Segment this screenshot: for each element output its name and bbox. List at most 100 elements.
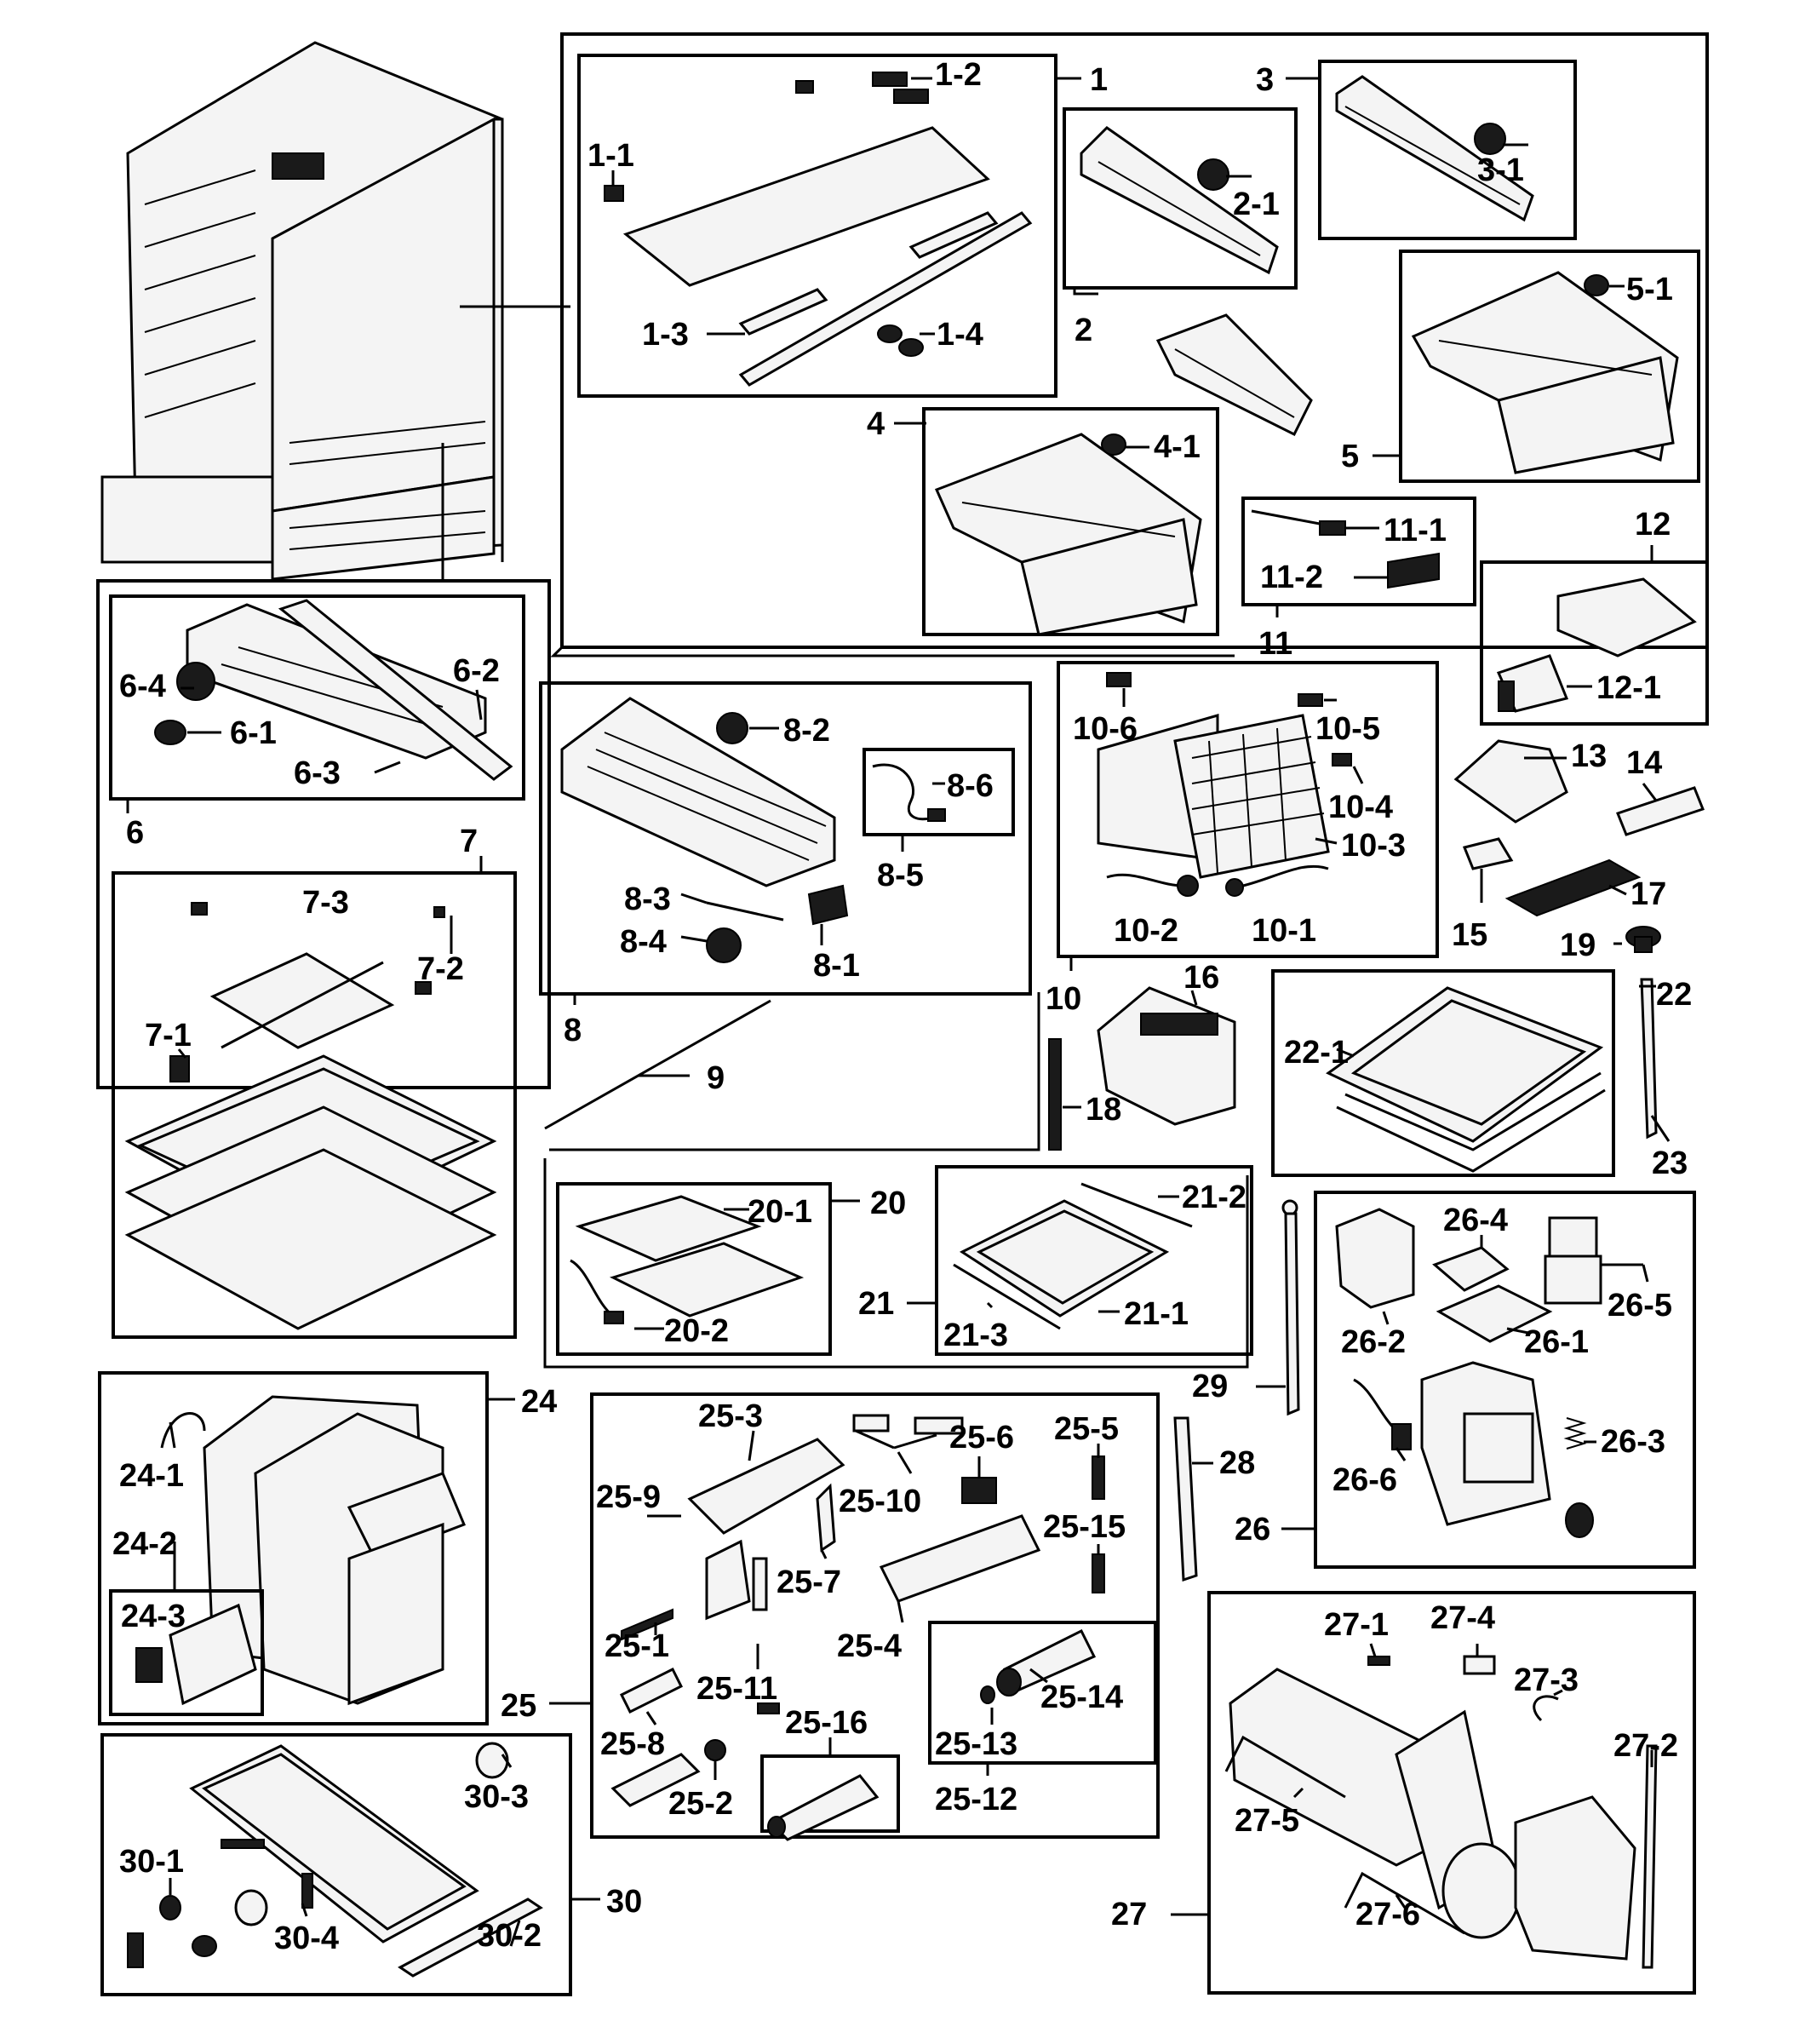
pantry-drawer-7 [124,902,497,1330]
label-16: 16 [1183,960,1219,996]
label-4: 4 [867,406,885,442]
label-25-4: 25-4 [837,1628,902,1664]
label-25-8: 25-8 [600,1726,665,1762]
label-24-3: 24-3 [121,1599,186,1634]
label-25-2: 25-2 [668,1786,733,1822]
filter-25-16 [767,1774,880,1841]
label-25-5: 25-5 [1054,1411,1119,1447]
label-27-3: 27-3 [1514,1662,1579,1698]
label-6-1: 6-1 [230,715,277,751]
label-10-1: 10-1 [1252,913,1316,949]
group-box-5 [1399,250,1700,483]
label-26-6: 26-6 [1332,1462,1397,1498]
label-27-1: 27-1 [1324,1607,1389,1643]
evaporator-10 [1097,672,1352,897]
label-14: 14 [1626,745,1662,781]
label-27-4: 27-4 [1430,1600,1495,1636]
label-29: 29 [1192,1369,1228,1404]
label-2-1: 2-1 [1233,187,1280,222]
label-1: 1 [1090,62,1108,98]
strip-18 [1048,1038,1062,1151]
group-box-4 [922,407,1219,636]
group-box-2 [1063,107,1298,290]
parts-25-12 [980,1628,1097,1704]
group-box-24 [98,1371,489,1725]
group-box-20 [556,1182,832,1356]
label-25: 25 [501,1688,536,1724]
group-box-8-5 [863,748,1015,836]
rail-28 [1173,1416,1198,1582]
drawer-5 [1411,271,1679,474]
harness-8-6 [872,763,946,822]
sensor-11 [1251,509,1440,589]
label-8-5: 8-5 [877,858,924,893]
label-19: 19 [1560,927,1596,963]
label-27-6: 27-6 [1355,1897,1420,1932]
rail-8 [560,697,849,963]
label-26: 26 [1235,1512,1270,1547]
rail-29 [1281,1199,1300,1416]
group-box-30 [100,1733,572,1996]
refrigerator-cabinet [100,41,504,581]
label-1-4: 1-4 [937,317,983,353]
label-4-1: 4-1 [1154,429,1201,465]
label-25-16: 25-16 [785,1705,868,1741]
label-30-3: 30-3 [464,1779,529,1815]
label-9: 9 [707,1060,725,1096]
label-21-2: 21-2 [1182,1180,1246,1215]
trim-9 [544,999,771,1130]
label-26-1: 26-1 [1524,1324,1589,1360]
label-7-2: 7-2 [417,951,464,987]
part-14 [1616,786,1705,836]
box-edge [550,646,1235,657]
door-24 [160,1395,466,1706]
label-27-2: 27-2 [1613,1728,1678,1764]
label-1-1: 1-1 [587,138,634,174]
label-30-4: 30-4 [274,1921,339,1956]
label-26-4: 26-4 [1443,1203,1508,1238]
group-box-24-2 [109,1589,264,1716]
label-8-6: 8-6 [947,768,994,804]
dispenser-24-3 [135,1603,257,1706]
label-25-6: 25-6 [949,1420,1014,1455]
rail-6 [154,599,513,781]
label-22: 22 [1656,977,1692,1013]
glass-shelf-22 [1326,986,1606,1173]
part-13 [1453,739,1568,824]
icemaker-16 [1097,986,1236,1126]
label-30-2: 30-2 [477,1918,542,1954]
label-24-2: 24-2 [112,1526,177,1562]
label-25-7: 25-7 [777,1565,841,1600]
label-12-1: 12-1 [1596,670,1661,706]
label-8-2: 8-2 [783,713,830,749]
group-box-21 [935,1165,1253,1356]
group-box-22 [1271,969,1615,1177]
label-2: 2 [1075,313,1092,348]
door-bin-2 [1080,126,1279,275]
label-25-10: 25-10 [839,1484,921,1519]
label-30: 30 [606,1884,642,1920]
label-25-12: 25-12 [935,1782,1017,1817]
label-26-3: 26-3 [1601,1424,1665,1460]
door-bin-3 [1335,75,1534,222]
label-25-13: 25-13 [935,1726,1017,1762]
label-26-5: 26-5 [1608,1288,1672,1323]
icemaker-26 [1335,1208,1602,1538]
label-1-3: 1-3 [642,317,689,353]
label-23: 23 [1652,1145,1688,1181]
group-box-25-12 [928,1621,1157,1765]
icemaker-27 [1224,1655,1658,1969]
label-10-2: 10-2 [1114,913,1178,949]
label-25-11: 25-11 [696,1671,777,1707]
group-box-8 [539,681,1032,996]
group-box-26 [1314,1191,1696,1569]
label-12: 12 [1635,507,1671,543]
label-8-3: 8-3 [624,881,671,917]
cover-12 [1496,577,1697,713]
label-10: 10 [1046,981,1081,1017]
heater-20 [570,1195,805,1324]
label-13: 13 [1571,738,1607,774]
filter-17 [1504,858,1642,917]
label-25-14: 25-14 [1040,1679,1123,1715]
